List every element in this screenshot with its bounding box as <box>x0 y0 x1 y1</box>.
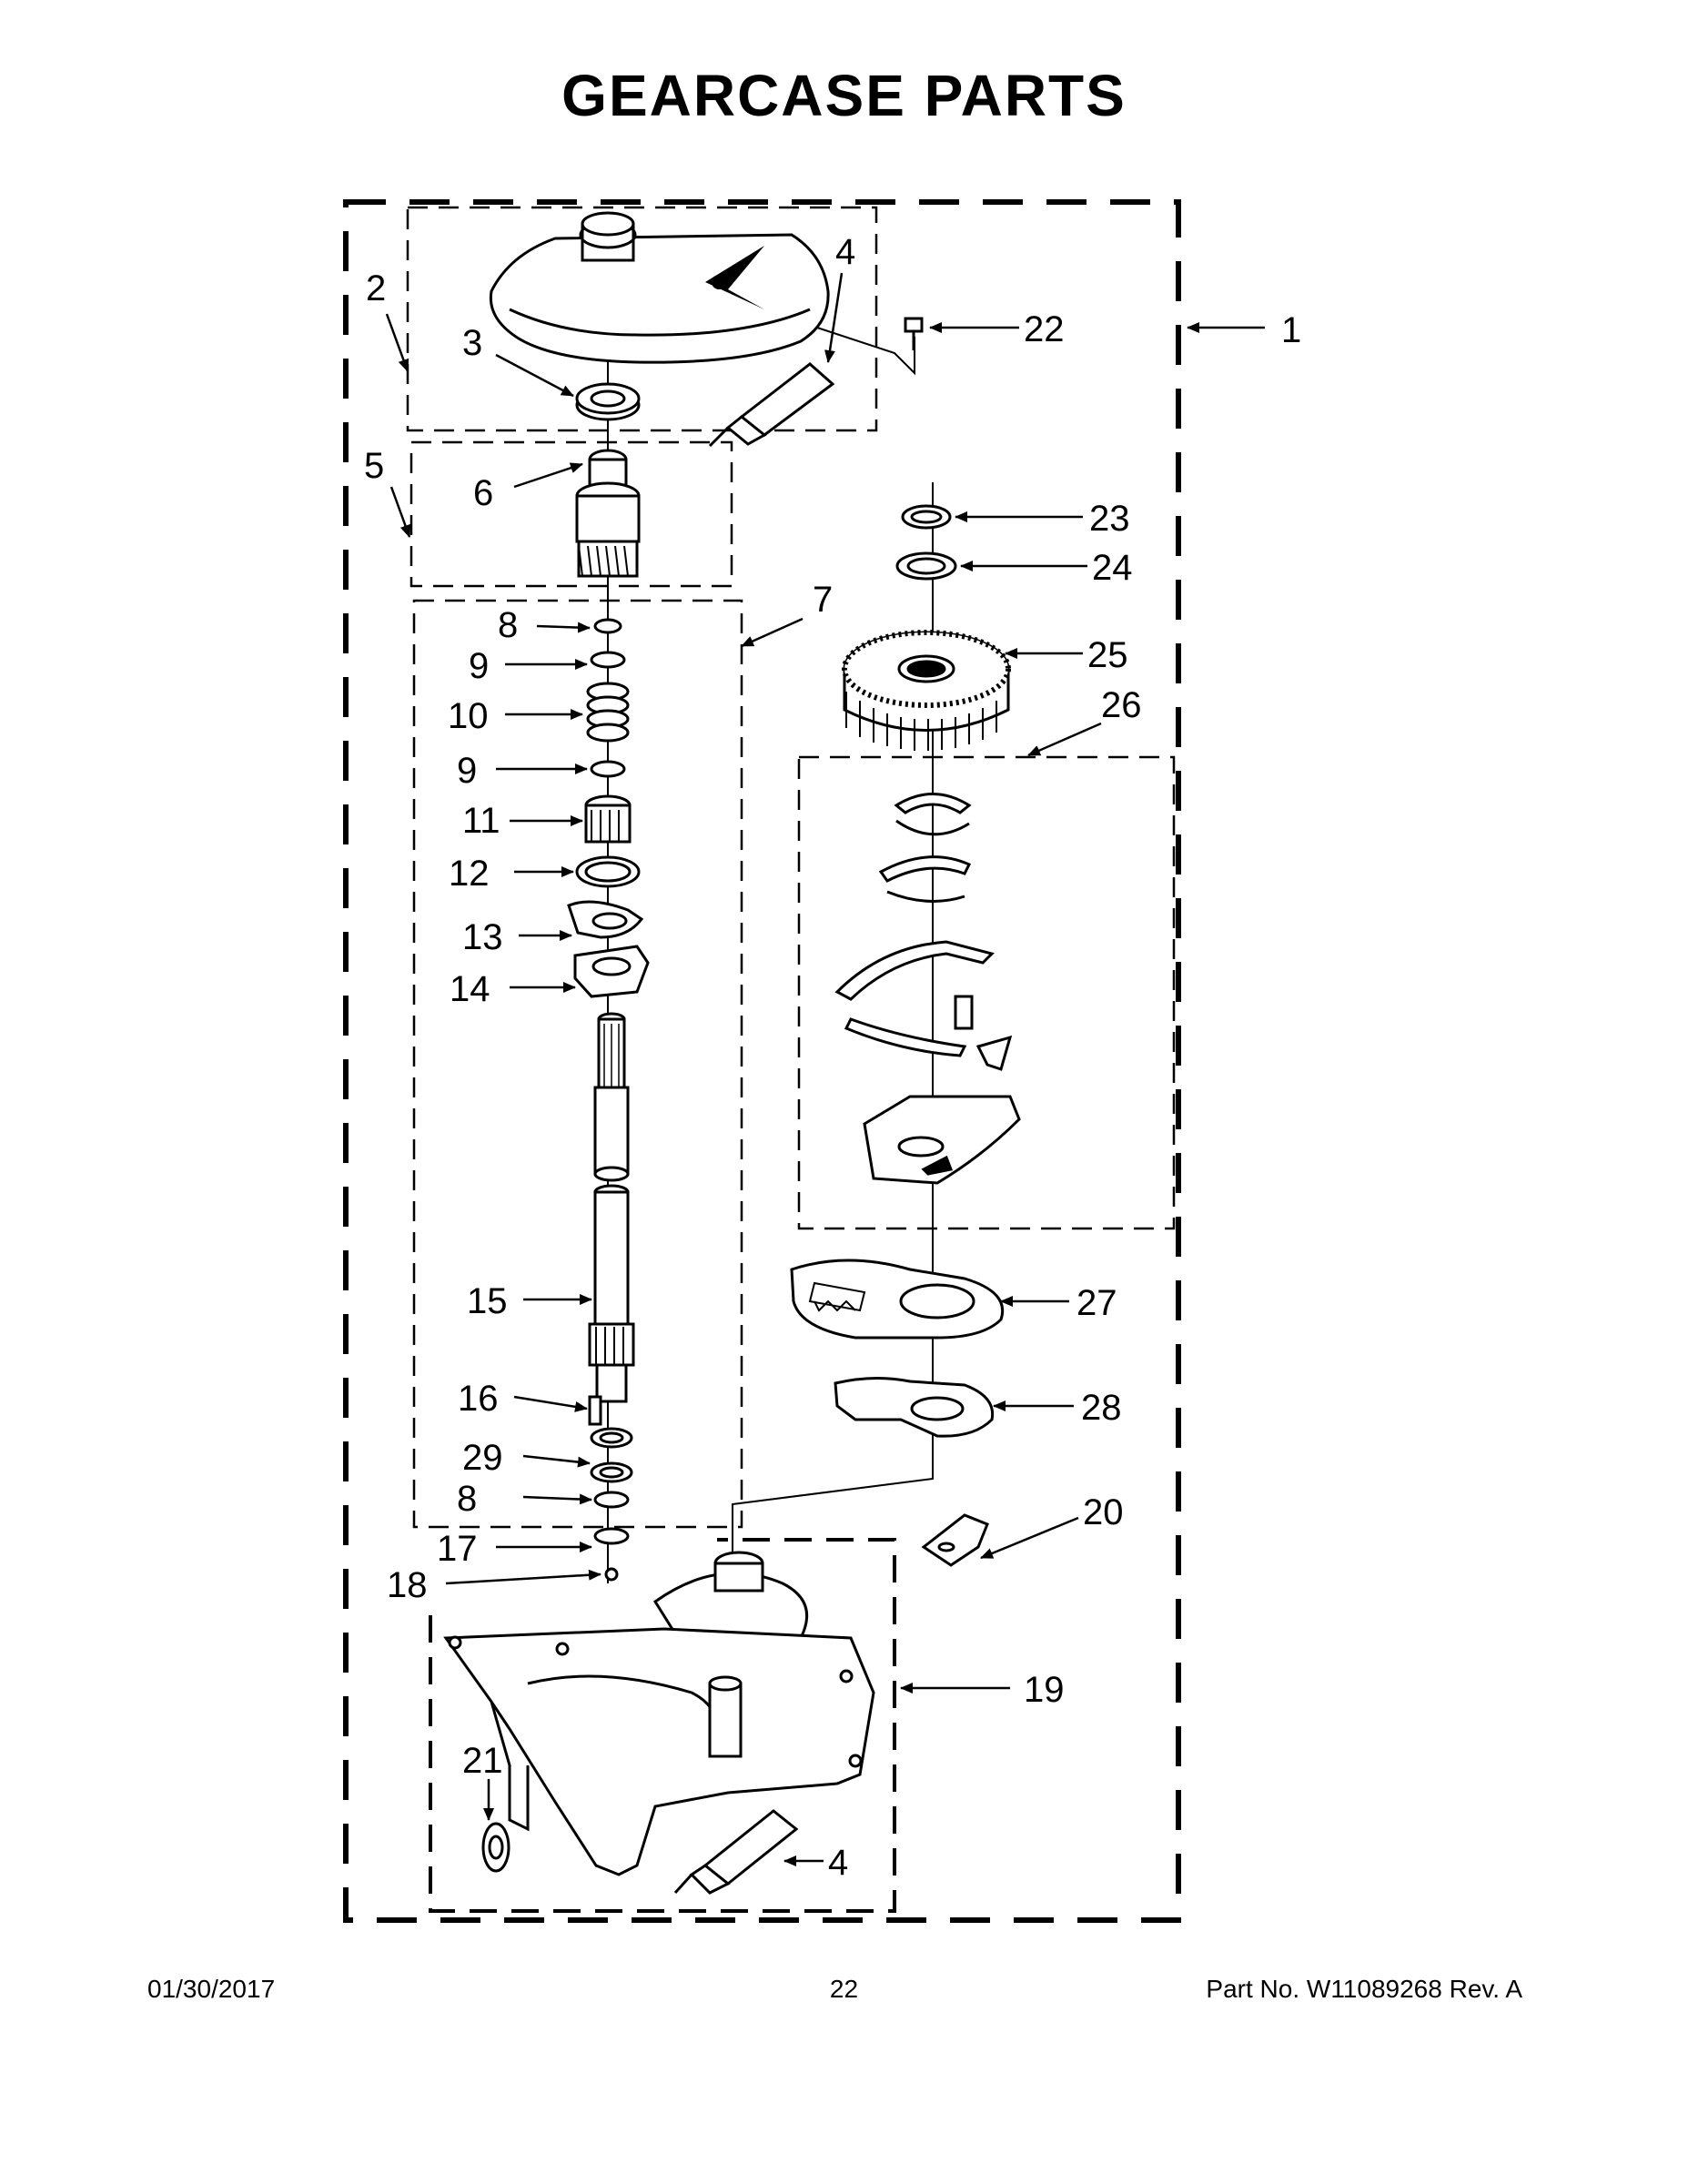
hub-14 <box>573 945 650 998</box>
callout-20: 20 <box>1083 1492 1124 1532</box>
callout-14: 14 <box>450 969 490 1009</box>
callout-11: 11 <box>462 801 500 841</box>
callout-18: 18 <box>387 1565 428 1605</box>
bushing-16b <box>590 1427 633 1449</box>
callout-5: 5 <box>364 446 384 486</box>
callout-13: 13 <box>462 917 503 957</box>
shift-ring-upper <box>894 793 972 836</box>
washer-9-bottom <box>590 760 626 778</box>
drive-cam-27 <box>790 1259 1004 1340</box>
washer-17 <box>593 1527 630 1545</box>
cam-13 <box>567 900 644 939</box>
washer-29 <box>590 1461 633 1483</box>
ring-23 <box>901 504 952 530</box>
bracket-20 <box>921 1513 989 1567</box>
callout-4-bottom: 4 <box>828 1843 848 1883</box>
clip-8-top <box>593 618 622 634</box>
box-2-cover-assembly <box>406 206 878 432</box>
callout-6: 6 <box>473 473 493 513</box>
callout-8-top: 8 <box>498 605 518 645</box>
footer-date: 01/30/2017 <box>147 1975 276 2003</box>
box-5-pinion-assembly <box>409 440 733 588</box>
bracket-16 <box>588 1395 602 1426</box>
callout-1: 1 <box>1281 310 1301 350</box>
callout-9-bottom: 9 <box>457 751 477 791</box>
assembly-boxes <box>343 199 1181 1923</box>
shift-plate <box>863 1095 1021 1185</box>
callout-29: 29 <box>462 1438 503 1478</box>
callout-22: 22 <box>1024 309 1065 349</box>
box-26-shift-assembly <box>797 755 1176 1230</box>
gear-11 <box>584 794 632 844</box>
callout-25: 25 <box>1087 635 1128 675</box>
gearcase-base-19 <box>443 1551 875 1876</box>
callout-26: 26 <box>1101 685 1142 725</box>
callout-19: 19 <box>1024 1670 1065 1710</box>
callout-9-top: 9 <box>469 646 489 686</box>
drive-gear-25 <box>842 630 1011 751</box>
footer-page-number: 22 <box>829 1975 859 2003</box>
callout-3: 3 <box>462 323 482 363</box>
callout-7: 7 <box>813 580 833 620</box>
callout-10: 10 <box>448 696 489 736</box>
pinion-6 <box>575 449 641 578</box>
callout-16: 16 <box>458 1379 499 1419</box>
callout-17: 17 <box>437 1529 478 1569</box>
callout-labels: 1 2 3 4 22 5 6 7 8 9 10 9 11 12 13 14 15… <box>364 232 1301 1883</box>
spring-10 <box>586 682 630 743</box>
sealant-tube-bottom <box>673 1809 799 1895</box>
agitator-shaft-15 <box>588 1012 635 1403</box>
screw-22 <box>904 317 924 350</box>
clip-8-bottom <box>593 1491 630 1509</box>
box-19-gearcase-base <box>429 1538 896 1913</box>
washer-24 <box>895 551 957 581</box>
shift-fork <box>834 940 1013 1071</box>
page-title: GEARCASE PARTS <box>561 63 1127 128</box>
callout-27: 27 <box>1076 1283 1117 1323</box>
ball-18 <box>604 1567 619 1582</box>
plate-28 <box>834 1376 995 1438</box>
bearing-3 <box>575 382 641 421</box>
box-1-gearcase-assembly <box>343 199 1181 1923</box>
callout-21: 21 <box>462 1741 503 1781</box>
sealant-tube-top <box>708 362 835 448</box>
callout-2: 2 <box>366 268 386 308</box>
callout-15: 15 <box>467 1281 508 1321</box>
gearcase-cover <box>489 211 830 364</box>
shift-ring-lower <box>878 855 972 903</box>
callout-28: 28 <box>1081 1388 1122 1428</box>
footer-part-number: Part No. W11089268 Rev. A <box>1206 1975 1522 2003</box>
callout-8-bottom: 8 <box>457 1479 477 1519</box>
callout-23: 23 <box>1089 499 1130 539</box>
washer-9-top <box>590 651 626 669</box>
callout-12: 12 <box>449 854 490 894</box>
ring-12 <box>575 855 641 888</box>
box-7-shaft-assembly <box>412 599 743 1529</box>
parts <box>443 211 1021 1895</box>
seal-21 <box>481 1822 510 1873</box>
callout-arrows <box>385 272 1265 1866</box>
callout-24: 24 <box>1092 548 1133 588</box>
callout-4-top: 4 <box>835 232 855 272</box>
